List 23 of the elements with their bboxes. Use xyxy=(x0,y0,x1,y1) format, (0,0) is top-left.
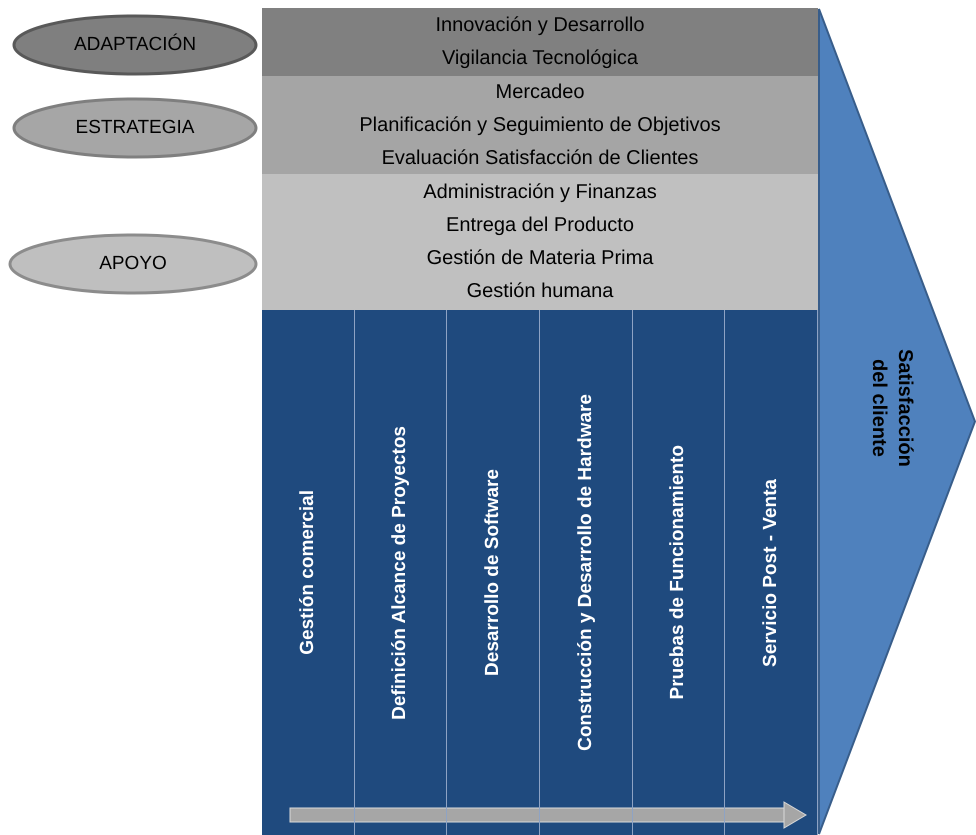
activity-label: Servicio Post - Venta xyxy=(760,478,782,666)
activity-band xyxy=(262,76,818,174)
activity-band xyxy=(262,174,818,310)
activity-label: Gestión comercial xyxy=(296,490,319,655)
activity-label: Pruebas de Funcionamiento xyxy=(667,445,690,700)
activity-label: Construcción y Desarrollo de Hardware xyxy=(574,394,597,751)
activity-label: Vigilancia Tecnológica xyxy=(442,46,638,71)
activity-label: Evaluación Satisfacción de Clientes xyxy=(382,146,698,170)
activity-band xyxy=(262,8,818,76)
activity-label: Innovación y Desarrollo xyxy=(436,13,644,38)
activity-label: Mercadeo xyxy=(496,80,584,104)
category-label: APOYO xyxy=(99,253,167,275)
outcome-label: Satisfacción del cliente xyxy=(867,348,917,469)
activity-label: Administración y Finanzas xyxy=(423,180,657,205)
activity-label: Desarrollo de Software xyxy=(482,469,504,676)
activity-label: Gestión humana xyxy=(466,279,614,304)
activity-label: Entrega del Producto xyxy=(446,213,634,238)
activity-label: Definición Alcance de Proyectos xyxy=(389,426,412,720)
activity-label: Planificación y Seguimiento de Objetivos xyxy=(359,112,721,138)
primary-activities-panel xyxy=(262,310,818,835)
activity-label: Gestión de Materia Prima xyxy=(426,246,654,271)
category-label: ADAPTACIÓN xyxy=(74,34,196,56)
category-label: ESTRATEGIA xyxy=(76,117,194,139)
